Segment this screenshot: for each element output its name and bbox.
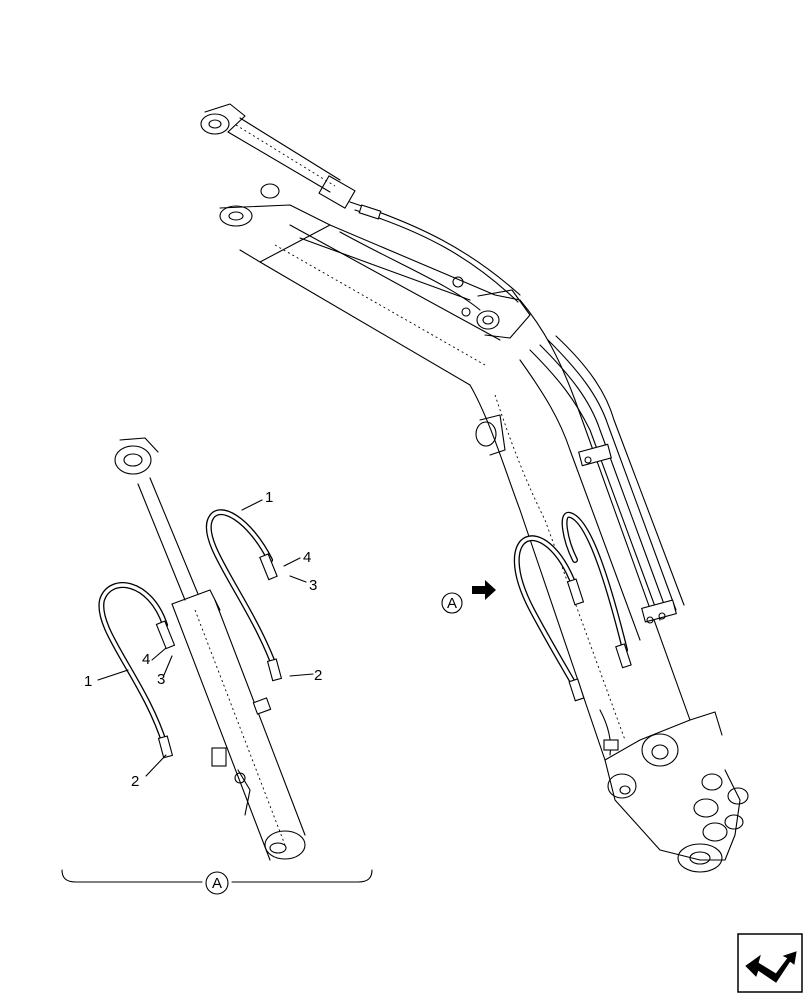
callout-hose-upper: 1 [265, 489, 273, 506]
callout-adapter-lower: 3 [157, 671, 165, 688]
boom [469, 299, 723, 761]
detail-bracket [61, 869, 373, 883]
callout-end-upper: 2 [314, 667, 322, 684]
hose-lower [98, 582, 176, 759]
callout-fitting-upper: 4 [303, 549, 311, 566]
boom-hose-bundle [519, 335, 685, 641]
detail-bracket-circle [205, 871, 229, 895]
view-direction-arrow [472, 580, 496, 600]
replacement-hoses-main-view [513, 512, 632, 756]
callout-adapter-upper: 3 [309, 577, 317, 594]
dipper-arm [219, 183, 521, 386]
detail-bracket-label: A [212, 875, 222, 892]
dipper-hose-lines [339, 201, 531, 339]
view-marker-circle [441, 592, 463, 614]
back-arrow-icon[interactable] [737, 933, 803, 993]
callout-leaders [97, 499, 314, 777]
excavator-arm-assembly: A [200, 103, 749, 873]
callout-fitting-lower: 4 [142, 651, 150, 668]
hose-upper [205, 509, 283, 682]
bucket-cylinder [200, 103, 356, 209]
boom-cylinder-detail [114, 437, 306, 861]
view-marker-label: A [447, 595, 457, 612]
detail-view-a: 1 4 3 2 1 4 3 2 A [61, 437, 373, 895]
boom-foot-bracket [604, 733, 749, 873]
callout-hose-lower: 1 [84, 673, 92, 690]
callout-end-lower: 2 [131, 773, 139, 790]
